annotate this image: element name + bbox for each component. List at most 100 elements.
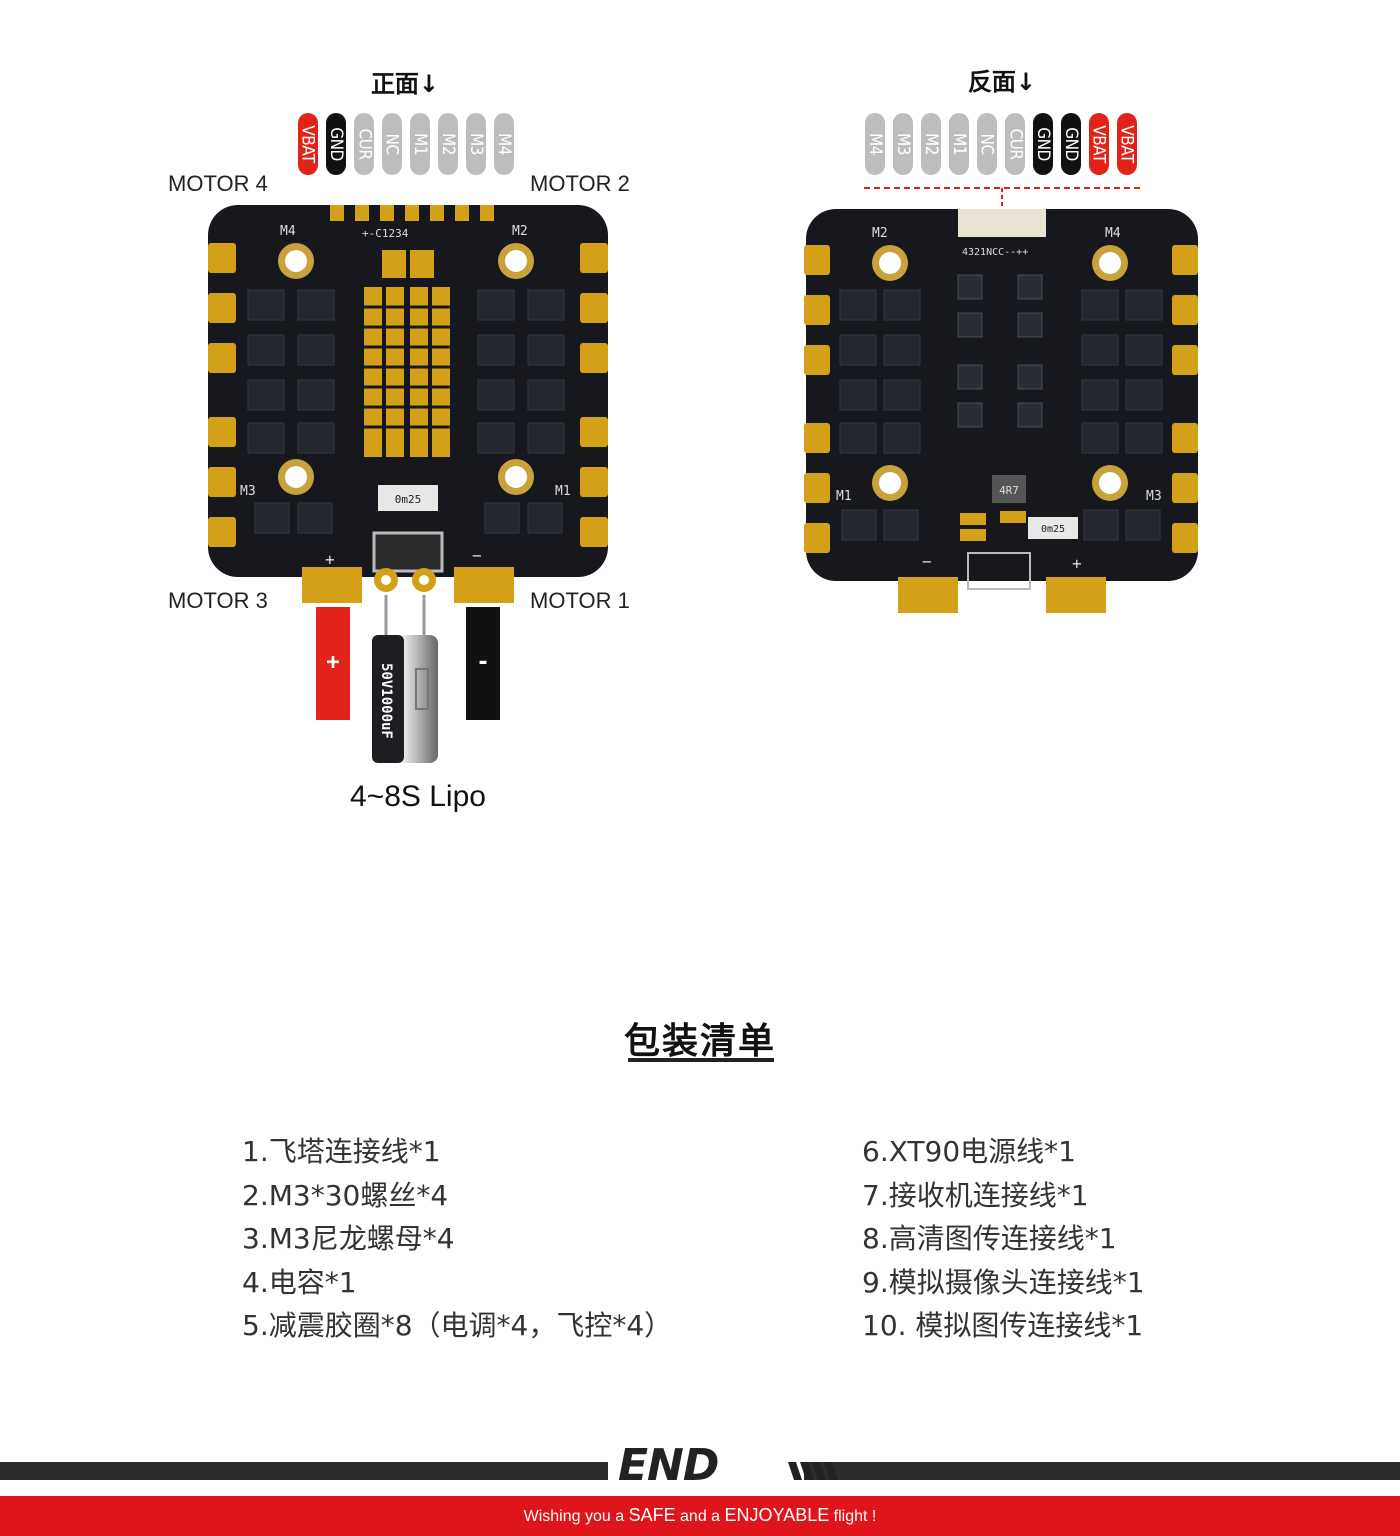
back-mount-holes (872, 245, 1128, 501)
front-mark-m2: M2 (512, 224, 528, 239)
pin-label: M2 (921, 133, 941, 155)
front-pin-m1: M1 (410, 113, 430, 175)
package-item: 6.XT90电源线*1 (862, 1135, 1076, 1168)
back-shunt-resistor (1028, 517, 1078, 539)
front-power-bus (364, 250, 450, 457)
front-mark-minus: − (472, 546, 482, 565)
front-mark-m3: M3 (240, 484, 256, 499)
back-pin-m2: M2 (921, 113, 941, 175)
back-mark-minus: − (922, 552, 932, 571)
positive-lead (316, 607, 350, 720)
package-list-left: 1.飞塔连接线*1 2.M3*30螺丝*4 3.M3尼龙螺母*4 4.电容*1 … (242, 1130, 672, 1348)
slogan-text: Wishing you a (523, 1508, 629, 1525)
back-inductor-mark: 4R7 (999, 484, 1019, 497)
back-connector (958, 209, 1046, 237)
pin-label: GND (326, 127, 347, 161)
back-mark-m3: M3 (1146, 489, 1162, 504)
pin-label: M1 (410, 133, 430, 155)
package-item: 10. 模拟图传连接线*1 (862, 1309, 1144, 1342)
slogan-safe: SAFE (628, 1505, 676, 1525)
footer-slogan: Wishing you a SAFE and a ENJOYABLE fligh… (0, 1505, 1400, 1526)
logo-speed-stripes-icon (788, 1462, 838, 1480)
slogan-text: and a (675, 1508, 725, 1525)
front-board-image: 0m25 M4 M2 M3 M1 +-C1234 + − (208, 205, 608, 603)
back-pin-gnd: GND (1033, 113, 1053, 175)
front-mosfets (247, 289, 565, 534)
pin-label: NC (977, 133, 997, 155)
back-pin-m1: M1 (949, 113, 969, 175)
front-diode (372, 531, 444, 573)
back-side-title: 反面↓ (967, 68, 1037, 96)
logo-backdrop (608, 1442, 804, 1498)
motor-2-label: MOTOR 2 (530, 171, 630, 196)
package-item: 8.高清图传连接线*1 (862, 1222, 1117, 1255)
package-item: 5.减震胶圈*8（电调*4，飞控*4） (242, 1309, 673, 1342)
negative-lead (466, 607, 500, 720)
positive-lead-symbol: + (326, 650, 339, 675)
back-pin-gnd: GND (1061, 113, 1081, 175)
negative-lead-symbol: - (476, 650, 489, 675)
battery-label: 4~8S Lipo (350, 780, 486, 813)
front-pin-m4: M4 (494, 113, 514, 175)
pin-label: CUR (1005, 128, 1026, 160)
back-battery-pad-right (1046, 577, 1106, 613)
package-title-underline (628, 1058, 774, 1062)
back-pin-nc: NC (977, 113, 997, 175)
back-pin-header: M4 M3 M2 M1 NC CUR GND GND VBAT VBAT (865, 113, 1137, 175)
front-signal-pads (330, 205, 494, 221)
end-logo: END (618, 1440, 719, 1491)
package-item: 7.接收机连接线*1 (862, 1178, 1089, 1212)
motor-4-label: MOTOR 4 (168, 171, 268, 196)
capacitor-label: 50V1000uF (378, 663, 394, 739)
front-pin-m2: M2 (438, 113, 458, 175)
back-smd-parts (960, 511, 1026, 541)
front-mark-m1: M1 (555, 484, 571, 499)
package-list-title: 包装清单 (623, 1021, 776, 1062)
package-item: 4.电容*1 (242, 1265, 357, 1299)
front-battery-plus-pad (302, 567, 362, 603)
front-header-mark: +-C1234 (362, 227, 409, 240)
pin-label: NC (382, 133, 402, 155)
front-battery-minus-pad (454, 567, 514, 603)
back-inductor (992, 475, 1026, 503)
back-pin-cur: CUR (1005, 113, 1025, 175)
capacitor-stripe (372, 635, 404, 763)
front-pin-cur: CUR (354, 113, 374, 175)
slogan-text: flight ! (829, 1508, 877, 1525)
back-mark-m4: M4 (1105, 226, 1121, 241)
front-power-leads: + - 50V1000uF (316, 595, 500, 763)
pin-label: VBAT (1117, 125, 1137, 163)
pin-label: M1 (949, 133, 969, 155)
pin-label: GND (1033, 127, 1054, 161)
package-item: 2.M3*30螺丝*4 (242, 1178, 449, 1212)
footer-red-band (0, 1496, 1400, 1536)
package-list-right: 6.XT90电源线*1 7.接收机连接线*1 8.高清图传连接线*1 9.模拟摄… (862, 1130, 1145, 1348)
pin-label: M4 (865, 133, 885, 155)
front-pin-m3: M3 (466, 113, 486, 175)
front-shunt-mark: 0m25 (395, 493, 422, 506)
back-pin-m4: M4 (865, 113, 885, 175)
back-motor-pads (804, 245, 1198, 553)
package-item: 3.M3尼龙螺母*4 (242, 1222, 455, 1255)
pin-label: CUR (354, 128, 375, 160)
motor-1-label: MOTOR 1 (530, 588, 630, 613)
back-mark-m1: M1 (836, 489, 852, 504)
pin-label: GND (1061, 127, 1082, 161)
back-driver-chips (957, 274, 1043, 428)
front-mark-m4: M4 (280, 224, 296, 239)
package-item: 1.飞塔连接线*1 (242, 1135, 441, 1168)
back-mark-plus: + (1072, 554, 1082, 573)
back-mosfets (839, 289, 1163, 541)
back-header-mark: 4321NCC--++ (962, 247, 1028, 258)
back-pin-m3: M3 (893, 113, 913, 175)
front-mount-holes (278, 243, 534, 495)
front-pin-gnd: GND (326, 113, 346, 175)
pin-label: M4 (494, 133, 514, 155)
back-board-image: 4R7 0m25 M2 M4 M1 M3 4321NCC--++ − + (804, 209, 1198, 613)
back-pin-vbat: VBAT (1089, 113, 1109, 175)
front-shunt-resistor (378, 485, 438, 511)
back-pin-vbat: VBAT (1117, 113, 1137, 175)
back-shunt-mark: 0m25 (1041, 524, 1065, 535)
front-side-title: 正面↓ (370, 70, 440, 98)
